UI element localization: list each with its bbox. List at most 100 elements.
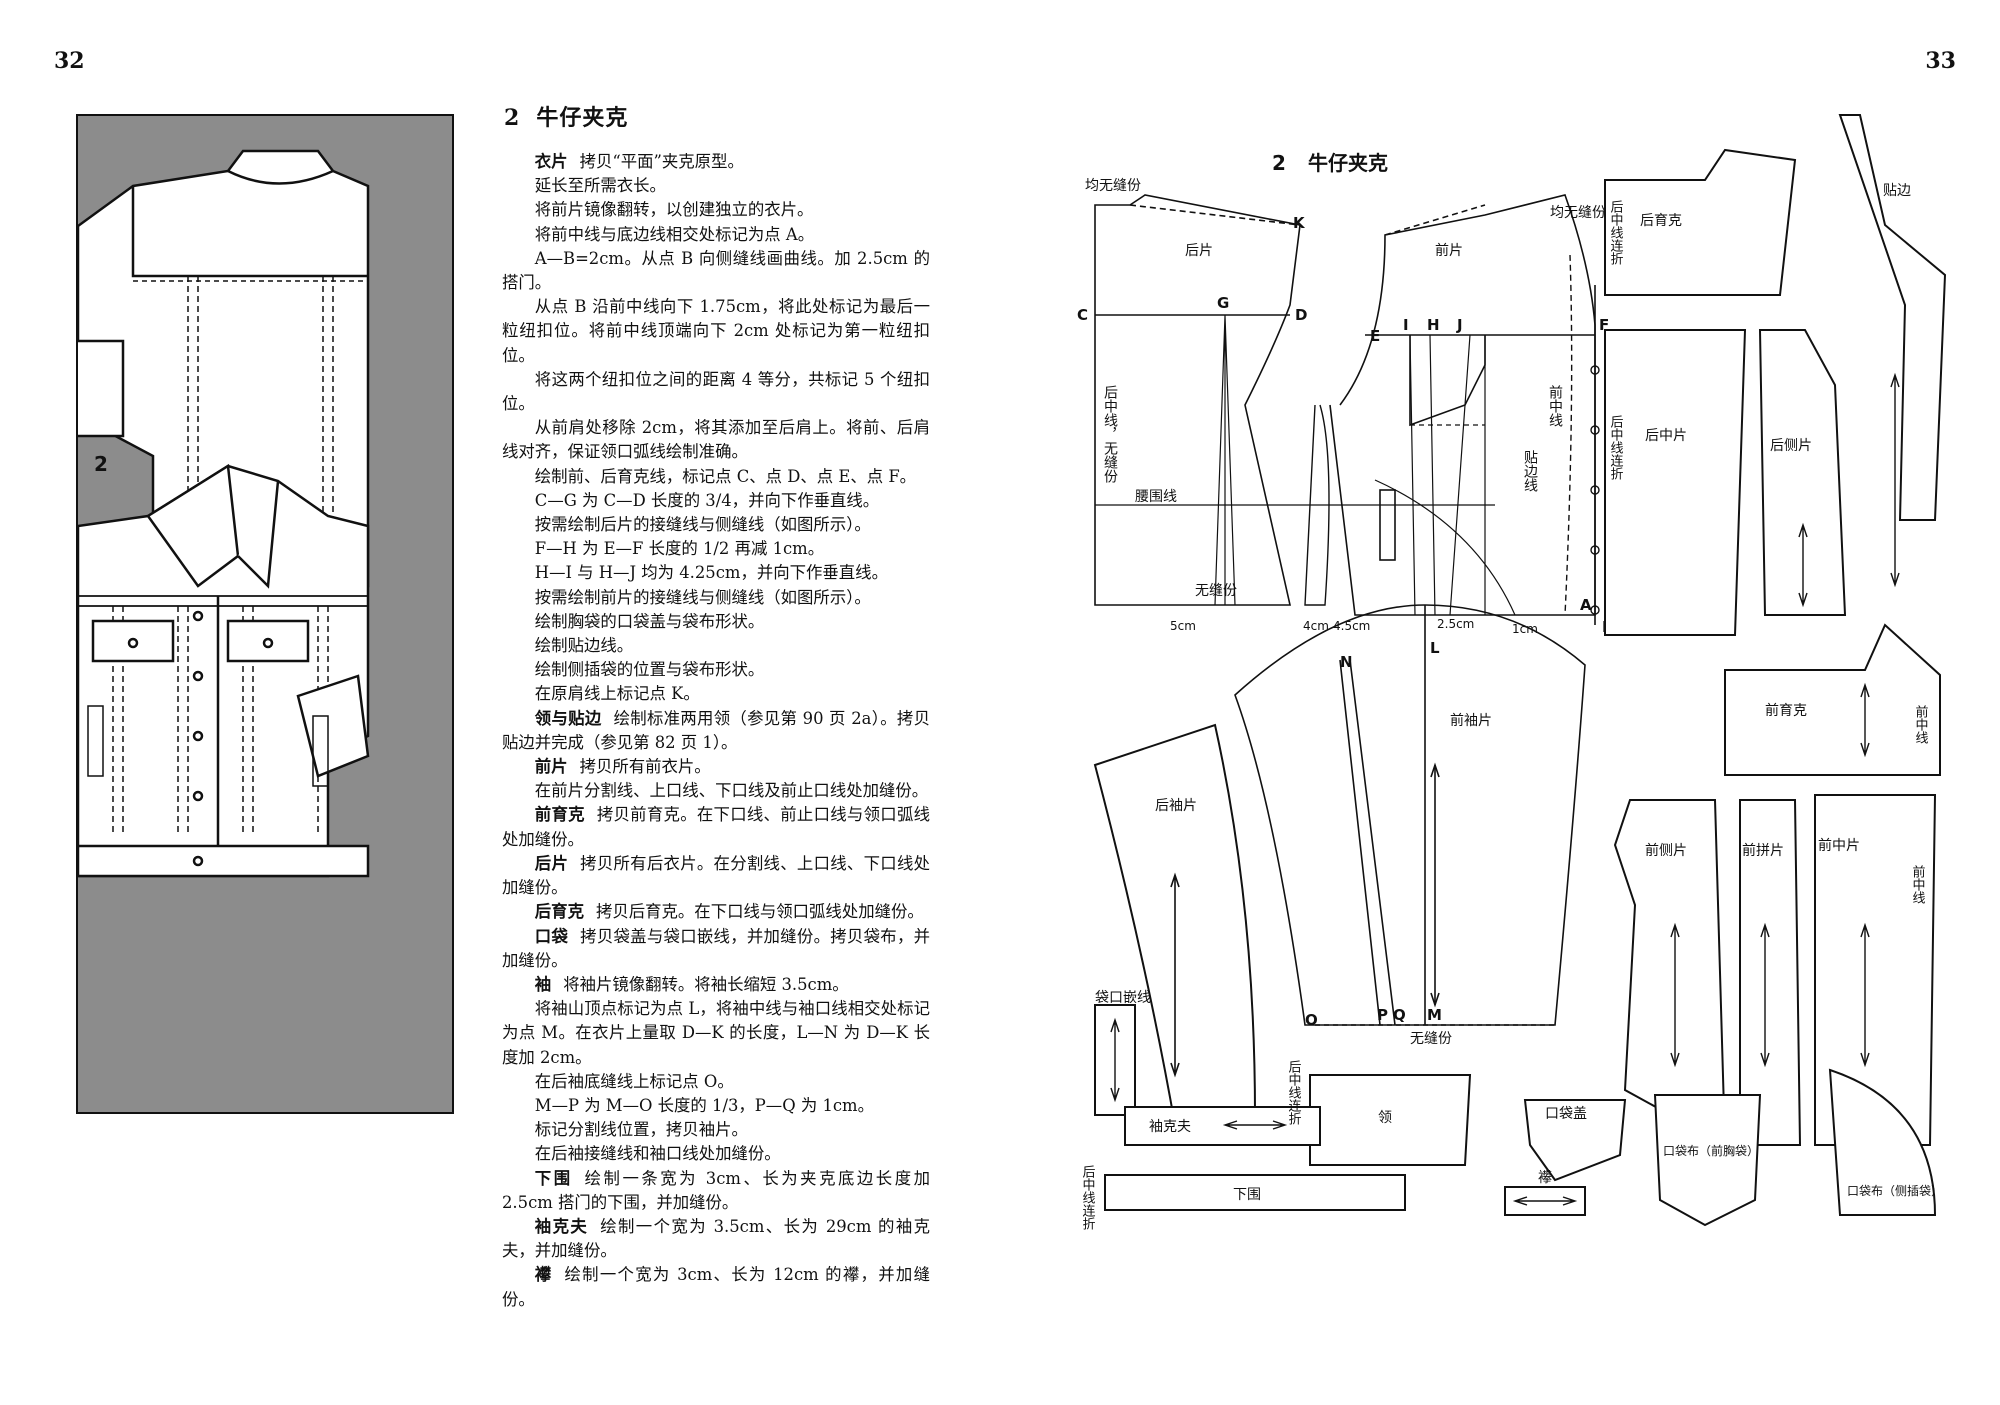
pattern-pieces (1094, 114, 1947, 1227)
label-1cm: 1cm (1512, 622, 1538, 636)
label-pocket-flap: 口袋盖 (1545, 1106, 1587, 1122)
paragraph-heading: 后育克 (534, 902, 584, 922)
paragraph-text: 在后袖接缝线和袖口线处加缝份。 (534, 1144, 781, 1164)
paragraph-heading: 衣片 (534, 152, 568, 171)
paragraph: 将袖山顶点标记为点 L，将袖中线与袖口线相交处标记为点 M。在衣片上量取 D—K… (502, 997, 930, 1070)
paragraph-text: 在原肩线上标记点 K。 (534, 684, 700, 704)
piece-front-center (1814, 794, 1937, 1146)
paragraph-heading: 口袋 (534, 926, 569, 946)
label-waistband: 下围 (1233, 1187, 1261, 1203)
paragraph: 将前片镜像翻转，以创建独立的衣片。 (502, 198, 930, 222)
point-j: J (1456, 316, 1463, 334)
paragraph: 将这两个纽扣位之间的距离 4 等分，共标记 5 个纽扣位。 (502, 368, 930, 416)
label-cuff: 袖克夫 (1149, 1119, 1191, 1135)
piece-back-yoke (1604, 148, 1797, 296)
paragraph-text: 延长至所需衣长。 (534, 176, 666, 196)
label-back-center: 后中片 (1645, 428, 1687, 444)
label-front-side: 前侧片 (1645, 842, 1687, 859)
grainlines (1110, 372, 1900, 1206)
piece-pocket-bag-side (1828, 1068, 1937, 1216)
paragraph: 口袋拷贝袋盖与袋口嵌线，并加缝份。拷贝袋布，并加缝份。 (502, 925, 930, 973)
label-front-center: 前中片 (1818, 837, 1860, 854)
paragraph-heading: 袖 (534, 974, 552, 994)
paragraph-text: 将袖片镜像翻转。将袖长缩短 3.5cm。 (563, 974, 849, 994)
paragraph: 将前中线与底边线相交处标记为点 A。 (502, 223, 930, 247)
bodice-draft (1094, 194, 1596, 625)
point-d: D (1295, 306, 1307, 324)
paragraph-heading: 领与贴边 (534, 708, 602, 728)
paragraph-text: 绘制一个宽为 3cm、长为 12cm 的襻，并加缝份。 (502, 1265, 931, 1309)
paragraph-text: 在后袖底缝线上标记点 O。 (534, 1071, 734, 1091)
paragraph: 标记分割线位置，拷贝袖片。 (502, 1118, 930, 1142)
paragraph-text: 从前肩处移除 2cm，将其添加至后肩上。将前、后肩线对齐，保证领口弧线绘制准确。 (502, 418, 930, 462)
label-no-seam-hem: 无缝份 (1195, 583, 1237, 599)
paragraph-text: 标记分割线位置，拷贝袖片。 (534, 1120, 748, 1140)
sleeve-draft (1093, 604, 1586, 1127)
label-back-side: 后侧片 (1770, 438, 1812, 454)
paragraph-text: C—G 为 C—D 长度的 3/4，并向下作垂直线。 (534, 490, 880, 510)
paragraph: H—I 与 H—J 均为 4.25cm，并向下作垂直线。 (502, 561, 930, 585)
paragraph: 前片拷贝所有前衣片。 (502, 755, 930, 779)
label-pocket-bag-side: 口袋布（侧插袋） (1847, 1184, 1943, 1198)
paragraph-text: 绘制胸袋的口袋盖与袋布形状。 (534, 611, 765, 631)
paragraph-list: 衣片拷贝“平面”夹克原型。延长至所需衣长。将前片镜像翻转，以创建独立的衣片。将前… (502, 150, 930, 1312)
paragraph: C—G 为 C—D 长度的 3/4，并向下作垂直线。 (502, 489, 930, 513)
label-pocket-bag-chest: 口袋布（前胸袋） (1663, 1143, 1759, 1158)
label-cb-fold-1: 后中线连折 (1608, 200, 1624, 265)
piece-front-panel (1739, 799, 1802, 1146)
paragraph: 绘制贴边线。 (502, 634, 930, 658)
page-number-right: 33 (1925, 48, 1956, 74)
paragraph: 在后袖底缝线上标记点 O。 (502, 1070, 930, 1094)
section-title-text: 牛仔夹克 (536, 105, 629, 131)
label-welt: 袋口嵌线 (1095, 990, 1151, 1006)
paragraph-heading: 后片 (534, 853, 569, 873)
label-4cm: 4cm (1303, 619, 1329, 633)
paragraph: 襻绘制一个宽为 3cm、长为 12cm 的襻，并加缝份。 (502, 1263, 930, 1311)
point-q: Q (1393, 1006, 1406, 1024)
label-cf-short: 前中线 (1913, 704, 1929, 744)
paragraph-text: A—B=2cm。从点 B 向侧缝线画曲线。加 2.5cm 的搭门。 (502, 248, 930, 293)
label-collar: 领 (1378, 1110, 1392, 1126)
label-front-no-seam: 均无缝份 (1550, 205, 1606, 221)
point-k: K (1293, 214, 1306, 232)
label-front-panel: 前拼片 (1742, 842, 1784, 859)
paragraph-text: 将袖山顶点标记为点 L，将袖中线与袖口线相交处标记为点 M。在衣片上量取 D—K… (502, 999, 930, 1067)
paragraph-text: 拷贝所有前衣片。 (579, 757, 711, 777)
paragraph: 在后袖接缝线和袖口线处加缝份。 (502, 1142, 930, 1166)
paragraph-text: 拷贝后育克。在下口线与领口弧线处加缝份。 (595, 902, 924, 922)
label-front-sleeve: 前袖片 (1450, 712, 1492, 729)
paragraph: 领与贴边绘制标准两用领（参见第 90 页 2a）。拷贝贴边并完成（参见第 82 … (502, 707, 930, 755)
point-f: F (1599, 316, 1609, 334)
label-tab: 襻 (1538, 1170, 1552, 1186)
jacket-front-drawing (78, 463, 370, 878)
paragraph: 绘制胸袋的口袋盖与袋布形状。 (502, 610, 930, 634)
paragraph: A—B=2cm。从点 B 向侧缝线画曲线。加 2.5cm 的搭门。 (502, 247, 930, 295)
pattern-diagram: 2 牛仔夹克 均无缝份 均无缝份 后片 前片 后中线，无缝份 腰围线 无缝份 前… (1077, 114, 1947, 1230)
paragraph-heading: 前片 (534, 757, 568, 777)
point-n: N (1340, 653, 1353, 671)
paragraph: 按需绘制前片的接缝线与侧缝线（如图所示）。 (502, 586, 930, 610)
point-i: I (1403, 316, 1409, 334)
label-4-5cm: 4.5cm (1333, 619, 1370, 633)
section-number: 2 (504, 105, 521, 131)
paragraph-text: 绘制侧插袋的位置与袋布形状。 (534, 660, 765, 680)
point-p: P (1377, 1006, 1388, 1024)
label-facing: 贴边 (1883, 183, 1911, 199)
piece-back-center (1604, 329, 1747, 636)
paragraph-text: 拷贝“平面”夹克原型。 (579, 152, 744, 171)
page-number-left: 32 (54, 48, 85, 74)
point-a: A (1580, 596, 1592, 614)
paragraph-heading: 袖克夫 (534, 1216, 589, 1236)
paragraph: 下围绘制一条宽为 3cm、长为夹克底边长度加 2.5cm 搭门的下围，并加缝份。 (502, 1167, 930, 1215)
label-cf-line: 前中线 (1547, 384, 1563, 427)
paragraph: 绘制前、后育克线，标记点 C、点 D、点 E、点 F。 (502, 465, 930, 489)
label-cb-fold-3: 后中线连折 (1286, 1060, 1302, 1125)
label-back-piece: 后片 (1185, 243, 1213, 259)
paragraph: 后育克拷贝后育克。在下口线与领口弧线处加缝份。 (502, 900, 930, 924)
paragraph: 绘制侧插袋的位置与袋布形状。 (502, 658, 930, 682)
paragraph-text: 将前片镜像翻转，以创建独立的衣片。 (534, 200, 814, 220)
sleeve-labels: 前袖片 后袖片 无缝份 (1155, 712, 1492, 1047)
paragraph-text: 从点 B 沿前中线向下 1.75cm，将此处标记为最后一粒纽扣位。将前中线顶端向… (502, 297, 930, 365)
point-o: O (1305, 1011, 1318, 1029)
label-waist-line: 腰围线 (1135, 489, 1177, 505)
